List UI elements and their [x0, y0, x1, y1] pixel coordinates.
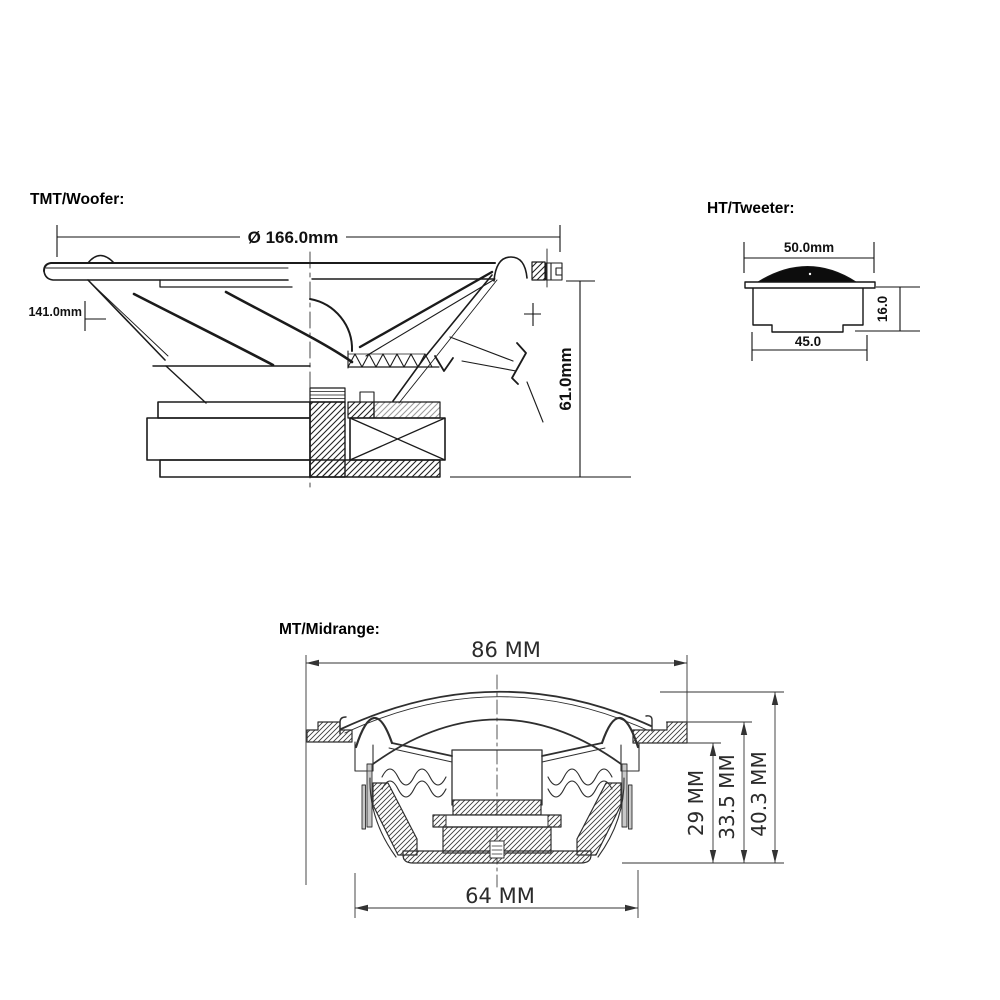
midrange-height-dimensions	[622, 691, 784, 864]
woofer-cone-line-2	[224, 290, 354, 364]
woofer-vent-bolt	[359, 391, 375, 403]
midrange-drawing: 86 MM	[305, 638, 784, 918]
woofer-height-label: 61.0mm	[556, 347, 575, 410]
woofer-cutout-dimension	[84, 301, 106, 331]
woofer-dust-cap	[309, 298, 354, 352]
tweeter-body-label: 45.0	[795, 334, 821, 349]
midrange-spider	[381, 768, 613, 798]
midrange-former	[451, 749, 543, 806]
tweeter-dome	[757, 266, 857, 283]
woofer-cone-line-1	[132, 292, 275, 367]
woofer-cutout-label: 141.0mm	[28, 305, 82, 319]
tweeter-body-dimension	[751, 332, 868, 361]
midrange-depth-inner-label: 29 MM	[684, 770, 708, 836]
woofer-cross-section	[43, 248, 563, 491]
tweeter-depth-label: 16.0	[875, 296, 890, 322]
woofer-gasket-bump	[87, 254, 115, 264]
midrange-surround-left	[354, 716, 394, 749]
midrange-cross-section	[306, 674, 688, 888]
midrange-cone-dome	[340, 690, 652, 730]
midrange-basket-label: 64 MM	[465, 884, 535, 908]
tweeter-flange	[744, 281, 876, 289]
tweeter-faceplate-label: 50.0mm	[784, 240, 834, 255]
woofer-terminal-bracket	[545, 262, 563, 281]
tweeter-title: HT/Tweeter:	[707, 200, 795, 217]
woofer-terminal-block	[531, 261, 546, 281]
midrange-width-label: 86 MM	[471, 638, 541, 662]
woofer-magnet-assembly	[146, 387, 446, 478]
woofer-drawing: Ø 166.0mm 141.0mm 61.0mm	[28, 225, 631, 491]
midrange-width-dimension	[305, 655, 688, 885]
midrange-terminal-right	[621, 763, 628, 828]
woofer-diameter-label: Ø 166.0mm	[248, 228, 339, 247]
midrange-depth-mid-label: 33.5 MM	[715, 754, 739, 839]
midrange-basket-dimension	[354, 870, 639, 918]
midrange-depth-total-label: 40.3 MM	[747, 751, 771, 836]
tweeter-faceplate-dimension	[743, 242, 875, 273]
woofer-bottom-plate	[309, 459, 441, 478]
woofer-title: TMT/Woofer:	[30, 191, 125, 208]
tweeter-body	[752, 288, 864, 333]
woofer-lead-wire	[434, 355, 454, 372]
midrange-dust-cap	[372, 718, 622, 765]
tweeter-cross-section	[744, 266, 876, 333]
midrange-magnet-assembly	[402, 799, 592, 864]
woofer-diameter-dimension	[56, 225, 561, 257]
woofer-surround-roll	[493, 256, 528, 282]
tweeter-drawing: 50.0mm 45.0 16.0	[743, 240, 920, 361]
tweeter-depth-dimension	[855, 286, 920, 332]
midrange-flange-left	[306, 721, 353, 743]
woofer-terminal-lug	[511, 342, 527, 385]
midrange-surround-right	[600, 716, 640, 749]
midrange-vent	[489, 840, 505, 859]
woofer-basket-edge	[87, 279, 166, 361]
midrange-terminal-left	[366, 763, 373, 828]
midrange-flange-right	[632, 721, 688, 744]
midrange-title: MT/Midrange:	[279, 621, 380, 638]
woofer-height-dimension	[450, 280, 631, 478]
